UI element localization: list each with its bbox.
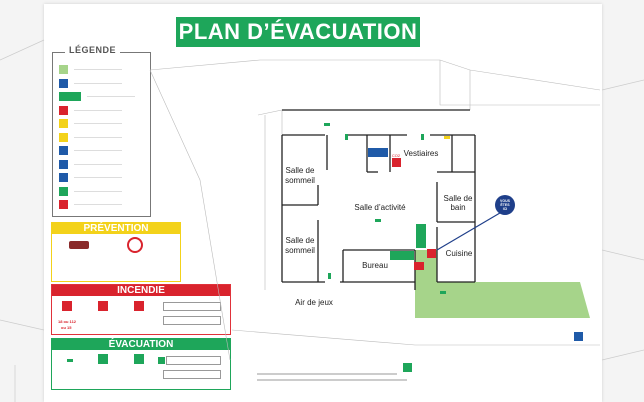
footer-line-2: [257, 379, 407, 381]
electrical-panel-icon: [59, 132, 68, 142]
room-sommeil-1-line1: Salle de: [286, 166, 315, 175]
legend-item-text: [74, 136, 122, 138]
alarm-trigger-icon: [414, 262, 424, 270]
electrical-cutoff-icon: [59, 119, 68, 128]
legend-panel: LÉGENDE: [52, 45, 151, 217]
emergency-exit-sign-vertical: [416, 224, 426, 248]
fire-panel: INCENDIE 18 ou 112 ou 15: [51, 284, 231, 335]
accessible-toilet-icon: [59, 146, 68, 155]
page-title: PLAN D’ÉVACUATION: [176, 17, 420, 47]
room-bain-line1: Salle de: [444, 194, 473, 203]
emergency-exit-door-icon: [134, 354, 144, 364]
vehicle-icon: [69, 241, 89, 249]
plan-signs: CO2 VOUS ÊTES ICI: [324, 123, 583, 372]
fire-phone-icon: [62, 301, 72, 311]
first-aid-icon: [59, 186, 68, 196]
extinguisher-icon: [392, 158, 401, 167]
co2-label: CO2: [392, 153, 401, 158]
fire-extinguisher-icon: [98, 301, 108, 311]
fire-alarm-icon: [134, 301, 144, 311]
room-bain-line2: bain: [450, 203, 465, 212]
first-aid-icon: [403, 363, 412, 372]
fire-field-1[interactable]: [163, 302, 221, 311]
legend-item-text: [87, 96, 135, 97]
legend-item-text: [74, 123, 122, 124]
emergency-exit-sign-horizontal: [390, 251, 414, 260]
you-are-here-pointer: [436, 209, 506, 251]
evacuation-title: ÉVACUATION: [52, 339, 230, 350]
wheelchair-icon: [574, 332, 583, 341]
arrow-icon: [67, 359, 73, 362]
room-sommeil-2-line2: sommeil: [285, 246, 315, 255]
male-toilet-icon: [59, 173, 68, 182]
female-toilet-icon: [59, 159, 68, 169]
evac-field-2[interactable]: [163, 370, 221, 379]
you-are-here-line3: ICI: [503, 207, 508, 211]
legend-title: LÉGENDE: [65, 45, 121, 55]
alarm-trigger-icon: [59, 200, 68, 209]
no-smoking-icon: [127, 237, 143, 253]
assembly-area: [415, 250, 590, 318]
room-sommeil-1-line2: sommeil: [285, 176, 315, 185]
emergency-exit-icon: [98, 354, 108, 364]
emergency-number-2: ou 15: [61, 325, 72, 330]
assembly-point-icon: [158, 357, 165, 364]
you-are-here-line2: ÊTES: [500, 202, 510, 207]
fire-title: INCENDIE: [52, 285, 230, 296]
toilets-icon: [368, 148, 388, 157]
legend-item: [59, 159, 122, 169]
legend-item-text: [74, 109, 122, 111]
legend-item: [59, 200, 122, 209]
legend-item-text: [74, 82, 122, 84]
footer-notes: [257, 371, 407, 381]
legend-item-text: [74, 177, 122, 178]
room-air-de-jeux: Air de jeux: [295, 298, 333, 307]
prevention-title: PRÉVENTION: [52, 223, 180, 234]
evacuation-arrows: [324, 123, 446, 294]
legend-item: [59, 105, 122, 115]
room-activite: Salle d’activité: [354, 203, 406, 212]
legend-item: [59, 146, 122, 155]
room-cuisine: Cuisine: [446, 249, 473, 258]
legend-item-text: [74, 69, 122, 70]
room-vestiaires: Vestiaires: [404, 149, 439, 158]
legend-item: [59, 78, 122, 88]
you-are-here-line1: VOUS: [500, 199, 511, 203]
wheelchair-icon: [59, 78, 68, 88]
room-sommeil-2-line1: Salle de: [286, 236, 315, 245]
legend-item: [59, 65, 122, 74]
extinguisher-icon-kitchen: [427, 249, 436, 258]
legend-item: [59, 186, 122, 196]
fire-extinguisher-icon: [59, 105, 68, 115]
prevention-panel: PRÉVENTION: [51, 222, 181, 282]
legend-item: [59, 132, 122, 142]
legend-item-text: [74, 204, 122, 205]
evac-field-1[interactable]: [166, 356, 221, 365]
fire-field-2[interactable]: [163, 316, 221, 325]
electrical-panel-icon: [444, 136, 450, 139]
emergency-exit-icon: [59, 92, 81, 101]
footer-line-1: [257, 373, 397, 375]
legend-item: [59, 173, 122, 182]
emergency-number: 18 ou 112: [58, 319, 77, 324]
legend-item-text: [74, 163, 122, 165]
assembly-point-icon: [59, 65, 68, 74]
legend-item-text: [74, 150, 122, 151]
legend-item: [59, 92, 135, 101]
room-labels: Salle de sommeil Salle de sommeil Vestia…: [285, 149, 473, 307]
you-are-here-marker: [495, 195, 515, 215]
legend-item-text: [74, 190, 122, 192]
site-outline: [149, 59, 601, 361]
legend-item: [59, 119, 122, 128]
room-bureau: Bureau: [362, 261, 388, 270]
evacuation-panel: ÉVACUATION: [51, 338, 231, 390]
